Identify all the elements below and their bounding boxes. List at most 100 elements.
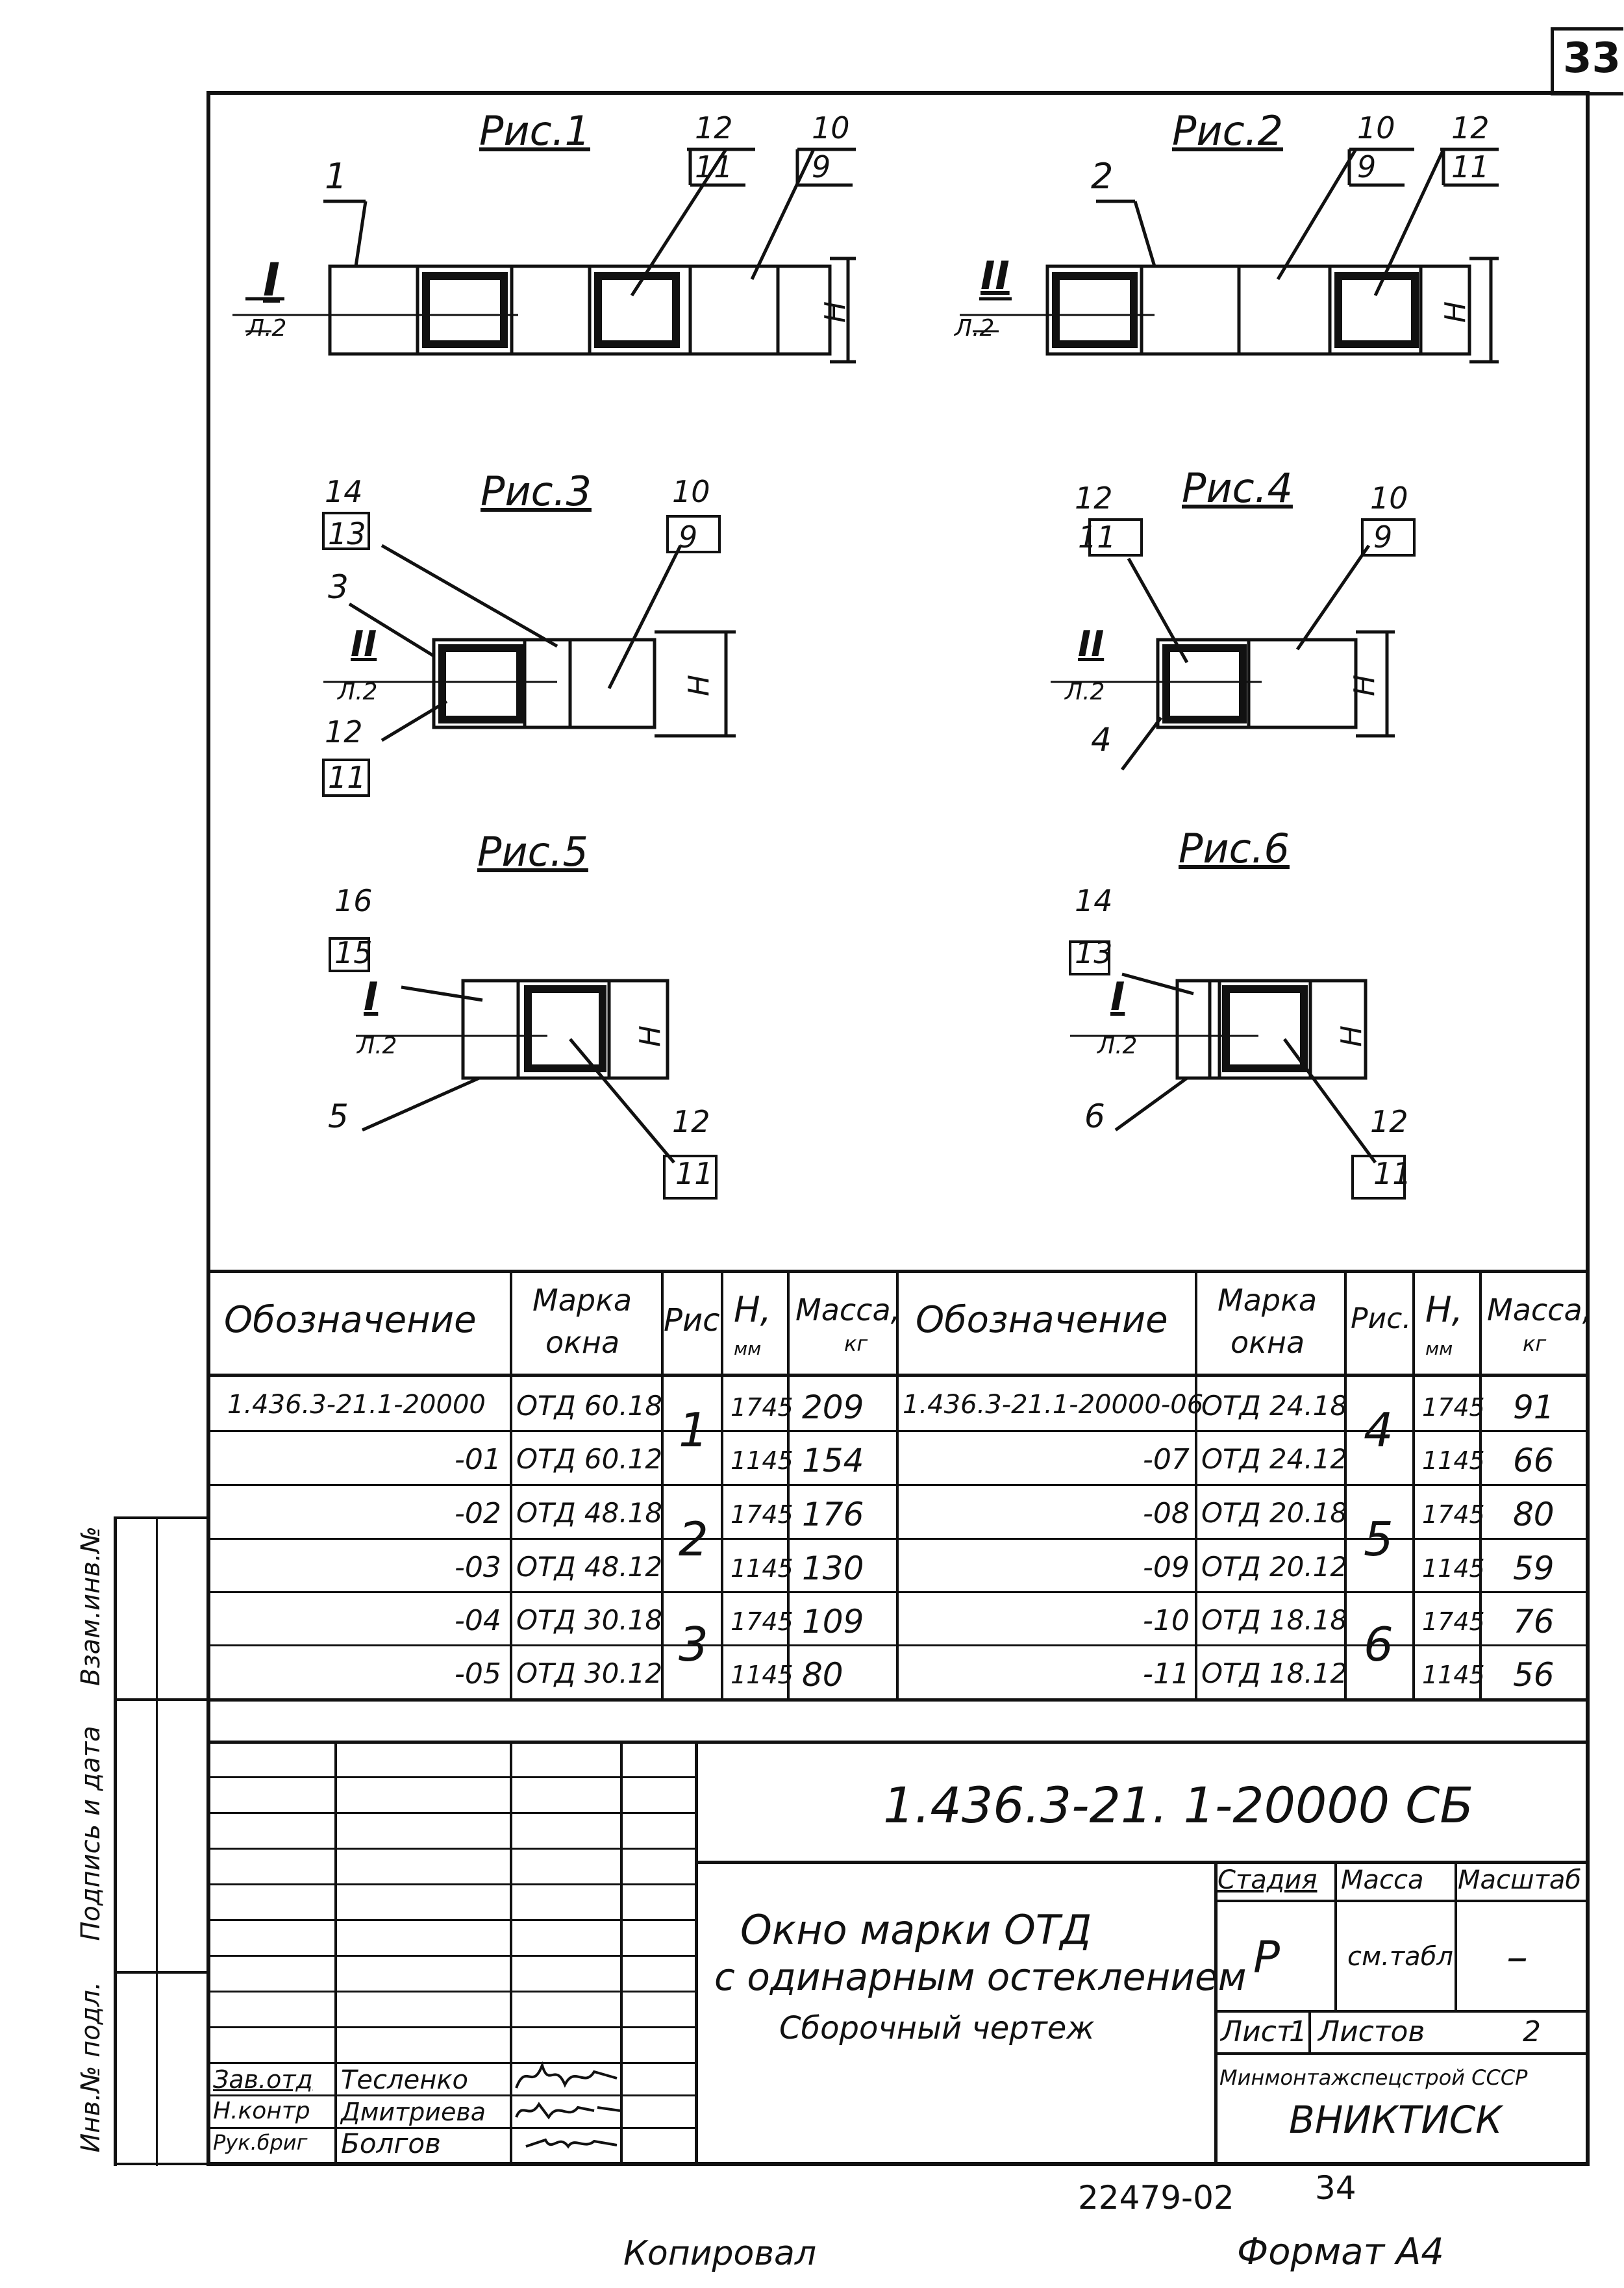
table-row-right-1-h: 1145: [1422, 1446, 1485, 1475]
table-row-right-0-h: 1745: [1422, 1393, 1485, 1422]
signature-1: [515, 2102, 621, 2120]
fig4-callout-a-top: 12: [1075, 481, 1113, 516]
table-row-right-4-mass: 76: [1513, 1603, 1555, 1641]
table-row-left-1-mark: ОТД 60.12: [516, 1443, 663, 1475]
table-row-left-2-designation: -02: [455, 1497, 501, 1530]
fig6-drawing: [1069, 940, 1406, 1200]
fig1-sheet-ref: Л.2: [247, 315, 287, 342]
table-fig-left-2: 3: [679, 1617, 708, 1672]
fig2-sheet-ref: Л.2: [955, 315, 995, 342]
signer-role-0: Зав.отд: [213, 2065, 313, 2094]
fig1-section: I: [263, 253, 281, 307]
table-row-left-0-designation: 1.436.3-21.1-20000: [227, 1390, 486, 1420]
fig4-callout-a-bottom: 11: [1078, 520, 1116, 555]
title-line-3: Сборочный чертеж: [779, 2010, 1095, 2046]
sheets-label: Листов: [1318, 2015, 1425, 2048]
fig3-callout-b-top: 10: [672, 474, 710, 509]
table-row-right-5-mass: 56: [1513, 1656, 1555, 1694]
fig3-drawing: [322, 512, 736, 797]
stage-label: Стадия: [1218, 1865, 1318, 1895]
sheet-label: Лист: [1221, 2015, 1293, 2048]
header-mass-right-2: кг: [1523, 1331, 1547, 1356]
fig5-drawing: [329, 937, 718, 1200]
table-row-left-5-mark: ОТД 30.12: [516, 1657, 663, 1689]
header-designation-left: Обозначение: [224, 1299, 477, 1341]
fig1-leader: 1: [325, 156, 347, 197]
fig3-title: Рис.3: [481, 468, 592, 515]
table-row-right-3-h: 1145: [1422, 1554, 1485, 1583]
sheet-value: 1: [1289, 2015, 1307, 2048]
fig1-callout-a-top: 12: [695, 110, 733, 145]
header-h-left-1: H,: [734, 1289, 771, 1330]
fig6-section: I: [1110, 974, 1125, 1020]
fig3-callout-a-bottom: 13: [328, 516, 366, 551]
table-row-right-2-h: 1745: [1422, 1500, 1485, 1529]
fig3-leader: 3: [328, 568, 349, 606]
fig1-callout-a-bottom: 11: [695, 149, 733, 184]
fig5-section: I: [364, 974, 379, 1020]
table-fig-right-1: 5: [1364, 1512, 1393, 1566]
table-row-right-4-designation: -10: [1143, 1604, 1190, 1637]
fig6-callout-a-top: 14: [1075, 883, 1113, 918]
table-row-right-0-designation: 1.436.3-21.1-20000-06: [903, 1390, 1204, 1420]
header-mark-left-1: Марка: [532, 1283, 632, 1318]
fig2-title: Рис.2: [1172, 107, 1283, 155]
table-row-right-3-mass: 59: [1513, 1550, 1555, 1587]
stamp-replace-inv: Взам.инв.№: [76, 1526, 106, 1687]
signer-name-1: Дмитриева: [341, 2098, 486, 2126]
table-row-right-1-designation: -07: [1143, 1443, 1190, 1476]
stage-value: Р: [1253, 1932, 1280, 1983]
table-row-left-4-mass: 109: [802, 1603, 864, 1641]
header-fig-right: Рис.: [1351, 1302, 1412, 1335]
signer-name-0: Тесленко: [341, 2065, 468, 2095]
header-mass-left-1: Масса,: [795, 1292, 901, 1327]
table-row-right-2-mass: 80: [1513, 1496, 1555, 1533]
signer-role-1: Н.контр: [213, 2098, 310, 2124]
fig6-callout-b-top: 12: [1370, 1104, 1408, 1139]
header-mass-right-1: Масса,: [1487, 1292, 1592, 1327]
signer-name-2: Болгов: [341, 2128, 441, 2159]
signature-0: [515, 2061, 618, 2089]
fig4-callout-b-top: 10: [1370, 481, 1408, 516]
table-row-right-2-mark: ОТД 20.18: [1201, 1497, 1348, 1529]
table-fig-right-2: 6: [1364, 1617, 1393, 1672]
table-row-right-5-mark: ОТД 18.12: [1201, 1657, 1348, 1689]
fig4-dim-h: H: [1348, 674, 1382, 697]
fig4-section: II: [1078, 623, 1105, 664]
fig2-callout-b-top: 12: [1451, 110, 1490, 145]
table-row-right-3-designation: -09: [1143, 1551, 1190, 1584]
header-designation-right: Обозначение: [916, 1299, 1168, 1341]
fig6-title: Рис.6: [1179, 825, 1290, 872]
table-row-right-4-mark: ОТД 18.18: [1201, 1604, 1348, 1636]
fig2-callout-b-bottom: 11: [1451, 149, 1490, 184]
fig5-sheet-ref: Л.2: [357, 1033, 397, 1059]
fig5-callout-b-bottom: 11: [675, 1156, 714, 1191]
fig3-section: II: [351, 623, 377, 664]
mass-value: см.табл: [1347, 1942, 1453, 1972]
fig6-callout-a-bottom: 13: [1075, 935, 1113, 970]
scale-label: Масштаб: [1458, 1865, 1582, 1895]
footer-page-number: 34: [1315, 2169, 1356, 2207]
fig6-dim-h: H: [1335, 1025, 1369, 1048]
table-row-left-5-designation: -05: [455, 1657, 501, 1691]
fig2-leader: 2: [1091, 156, 1114, 197]
sheet-corner-box: 33: [1551, 27, 1623, 95]
fig1-callout-b-bottom: 9: [812, 149, 831, 184]
table-row-right-5-designation: -11: [1143, 1657, 1190, 1691]
table-row-right-3-mark: ОТД 20.12: [1201, 1551, 1348, 1583]
sheet-corner-number: 33: [1563, 34, 1621, 82]
mass-label: Масса: [1341, 1865, 1424, 1895]
table-row-left-0-mark: ОТД 60.18: [516, 1390, 663, 1422]
table-row-left-2-h: 1745: [731, 1500, 793, 1529]
fig5-callout-b-top: 12: [672, 1104, 710, 1139]
table-fig-left-1: 2: [679, 1512, 708, 1566]
fig1-callout-b-top: 10: [812, 110, 850, 145]
title-line-2: с одинарным остеклением: [714, 1955, 1247, 1999]
table-row-left-2-mark: ОТД 48.18: [516, 1497, 663, 1529]
table-row-left-3-mark: ОТД 48.12: [516, 1551, 663, 1583]
fig2-callout-a-top: 10: [1357, 110, 1395, 145]
fig6-leader: 6: [1084, 1098, 1105, 1135]
fig3-sheet-ref: Л.2: [338, 679, 378, 705]
fig5-callout-a-bottom: 15: [334, 935, 373, 970]
fig1-title: Рис.1: [479, 107, 590, 155]
